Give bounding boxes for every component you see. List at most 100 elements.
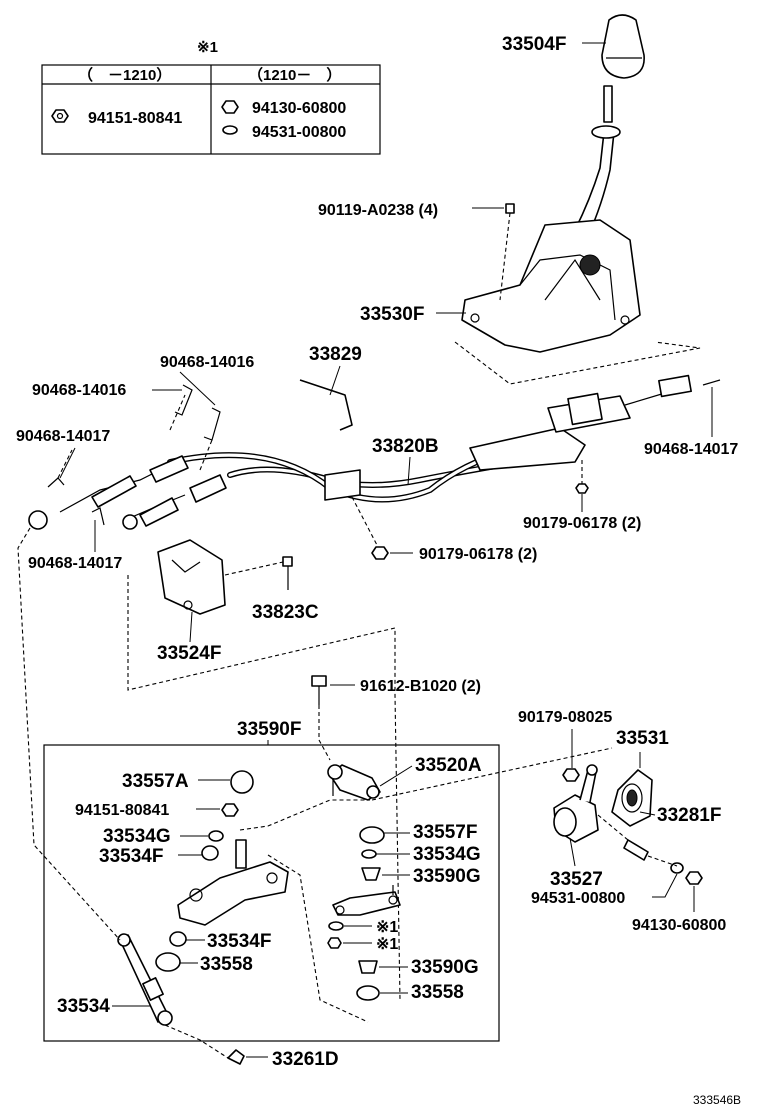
washer-icon [361, 849, 377, 859]
rod-sleeve [142, 977, 164, 1001]
clip-icon [227, 1049, 245, 1065]
label-33558-right: 33558 [411, 982, 464, 1003]
table-right-part-1: 94130-60800 [252, 100, 346, 117]
ball-joint-end [327, 764, 343, 780]
table-col-left-header: （ －1210） [78, 66, 171, 84]
cable-rod [624, 392, 666, 406]
label-33534G-upper: 33534G [103, 826, 171, 847]
cable-boot-icon [91, 475, 137, 508]
label-33524F: 33524F [157, 643, 221, 664]
cable-eye-icon [122, 514, 138, 530]
cable-fitting [189, 474, 227, 503]
label-33520A: 33520A [415, 755, 482, 776]
label-33534G-right: 33534G [413, 844, 481, 865]
washer-icon [222, 125, 238, 135]
bushing-icon [169, 931, 187, 947]
rod-end-icon [117, 933, 131, 947]
clip-icon [702, 379, 721, 386]
cable-bracket-33829-icon [299, 379, 353, 431]
housing-rib [519, 254, 616, 321]
nut-icon [371, 546, 389, 560]
bushing-icon [361, 867, 381, 881]
bushing-icon [358, 960, 378, 974]
shift-knob-assembly: 33504F [502, 14, 645, 237]
label-90468-14017-right: 90468-14017 [644, 441, 738, 458]
lever-housing-icon [461, 219, 641, 353]
cable-end-fitting [567, 392, 603, 426]
pin-icon [623, 839, 649, 861]
label-90468-14017-left: 90468-14017 [16, 428, 110, 445]
cable-assembly: 90468-14016 33829 90468-14016 90468-1401… [16, 344, 738, 572]
marker-1-lower: ※1 [376, 936, 398, 953]
leader-line [569, 837, 576, 867]
bolt-hole [388, 895, 398, 905]
nut-icon [685, 871, 703, 885]
nut-icon [51, 109, 69, 123]
leader-line [329, 365, 341, 396]
bolt-axis [499, 212, 511, 301]
shift-lever-plate-icon [177, 861, 289, 926]
bolt-head-icon [311, 675, 327, 687]
bolt-hole [470, 313, 480, 323]
label-33829: 33829 [309, 344, 362, 365]
bolt-91612-group: 91612-B1020 (2) [311, 675, 481, 761]
shift-knob-icon [601, 14, 645, 79]
pivot-icon [579, 254, 601, 276]
select-lever-icon [332, 891, 401, 916]
shift-rod-33534-icon [119, 934, 169, 1023]
label-33527: 33527 [550, 869, 603, 890]
marker-1-upper: ※1 [376, 919, 398, 936]
clip-icon [47, 477, 65, 488]
bolt-head-icon [505, 203, 515, 214]
assembly-box [43, 744, 500, 1042]
table-left-part: 94151-80841 [88, 110, 182, 127]
leader-line [179, 371, 216, 406]
label-33530F: 33530F [360, 304, 424, 325]
label-90119-A0238: 90119-A0238 (4) [318, 202, 438, 219]
clip-icon [91, 507, 105, 526]
bolt-hole [189, 888, 203, 902]
bolt-hole [620, 315, 630, 325]
leader-line [59, 447, 76, 479]
nut-icon [221, 100, 239, 114]
label-91612-B1020: 91612-B1020 (2) [360, 678, 481, 695]
nut-icon [221, 803, 239, 817]
bolt-hole [335, 905, 345, 915]
footer-code: 333546B [693, 1093, 741, 1107]
label-33557A: 33557A [122, 771, 189, 792]
label-33558-left: 33558 [200, 954, 253, 975]
clip-33261D-group: 33261D [164, 1024, 339, 1070]
label-90179-06178-right: 90179-06178 (2) [523, 515, 641, 532]
lever-housing-assembly: 90119-A0238 (4) 33530F [318, 202, 701, 385]
label-33590G-lower: 33590G [411, 957, 479, 978]
label-33534F-upper: 33534F [99, 846, 163, 867]
bracket-bore [621, 783, 643, 813]
cable-end-eye [658, 374, 692, 398]
leader-line [652, 873, 678, 898]
bolt-hole [266, 872, 278, 884]
bushing-icon [201, 845, 219, 861]
leader-line [639, 811, 656, 816]
bolt-head-icon [282, 556, 293, 567]
linkage-33590F-group: 33590F 33557A 94151-80841 33534G 33534F … [43, 719, 500, 1042]
cable-ref-line [17, 527, 121, 941]
lever-rod-icon [603, 85, 613, 123]
label-94151-80841: 94151-80841 [75, 802, 169, 819]
cable-bracket-33524F-icon [157, 539, 226, 615]
label-33531: 33531 [616, 728, 669, 749]
label-33590F: 33590F [237, 719, 301, 740]
label-94130-60800: 94130-60800 [632, 917, 726, 934]
leader-line [189, 611, 193, 643]
label-33534F-lower: 33534F [207, 931, 271, 952]
bolt-hole [183, 600, 193, 610]
label-33534: 33534 [57, 996, 110, 1017]
clip-icon [203, 407, 221, 441]
label-90179-06178-center: 90179-06178 (2) [419, 546, 537, 563]
bracket-slot [171, 559, 201, 573]
table-marker: ※1 [197, 39, 218, 56]
ball-joint-end [366, 785, 380, 799]
lever-boss [553, 807, 577, 837]
cap-icon [359, 826, 385, 844]
